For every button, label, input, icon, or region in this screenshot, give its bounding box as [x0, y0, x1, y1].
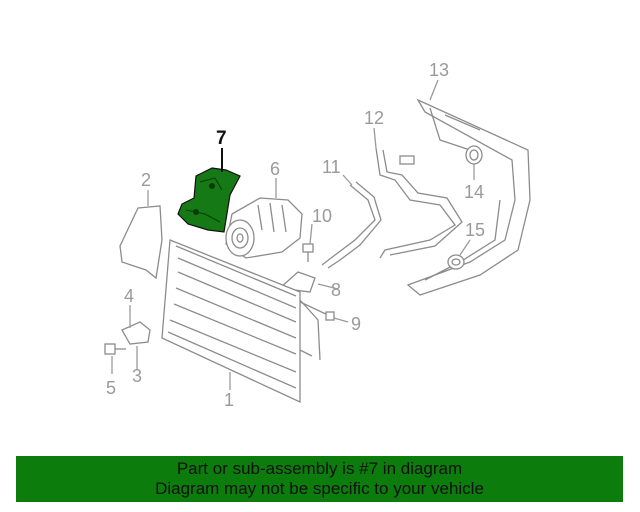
callout-9: 9: [351, 314, 361, 334]
parts-diagram: 1 2 3 4 5 6 7 8 9 10 11 12 13 14 15: [104, 60, 531, 410]
part-10-bolt[interactable]: [302, 243, 314, 262]
callout-10: 10: [312, 206, 332, 226]
diagram-notice-banner: Part or sub-assembly is #7 in diagram Di…: [16, 456, 623, 502]
callout-13: 13: [429, 60, 449, 80]
part-13-hose-assembly[interactable]: [406, 98, 531, 296]
part-1-condenser[interactable]: [161, 239, 321, 404]
part-14-seal[interactable]: [465, 145, 483, 165]
part-2-panel[interactable]: [119, 205, 163, 280]
callout-4: 4: [124, 286, 134, 306]
banner-line-2: Diagram may not be specific to your vehi…: [155, 479, 484, 498]
callout-3: 3: [132, 366, 142, 386]
part-7-compressor-bracket[interactable]: [177, 167, 241, 233]
leader-lines: [111, 79, 475, 390]
callout-2: 2: [141, 170, 151, 190]
callout-5: 5: [106, 378, 116, 398]
part-12-hose[interactable]: [375, 147, 463, 259]
part-11-hose[interactable]: [321, 181, 382, 269]
part-15-seal[interactable]: [447, 254, 465, 270]
callout-15: 15: [465, 220, 485, 240]
banner-line-1: Part or sub-assembly is #7 in diagram: [176, 459, 463, 478]
callout-6: 6: [270, 159, 280, 179]
part-4-bracket[interactable]: [121, 321, 151, 345]
callout-14: 14: [464, 182, 484, 202]
part-5-bolt[interactable]: [104, 343, 126, 355]
callout-11: 11: [322, 157, 341, 177]
callout-7: 7: [216, 128, 227, 149]
callout-1: 1: [224, 390, 234, 410]
callout-8: 8: [331, 280, 341, 300]
part-6-compressor[interactable]: [225, 197, 303, 259]
callout-12: 12: [364, 108, 384, 128]
